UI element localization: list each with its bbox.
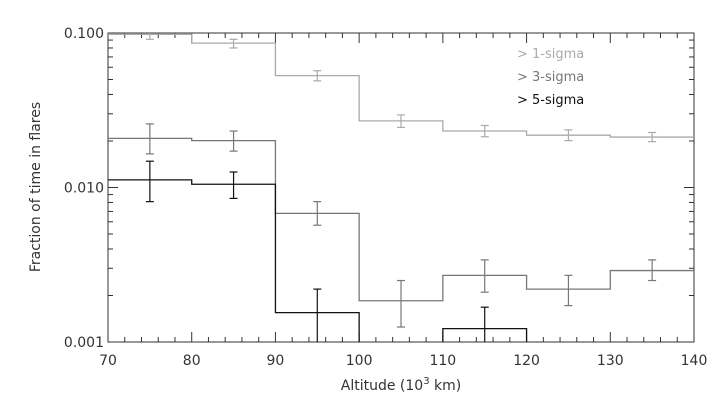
y-axis-label: Fraction of time in flares <box>28 102 44 272</box>
x-axis-label: Altitude (103 km) <box>341 376 461 394</box>
series-3 <box>108 160 528 342</box>
legend: > 1-sigma > 3-sigma > 5-sigma <box>517 47 584 108</box>
series-step-line <box>108 179 360 342</box>
axis-ticks: 70 80 90 100 110 120 130 140 0.001 0.010 0.100 <box>64 26 707 369</box>
legend-entry-3: > 5-sigma <box>517 93 584 108</box>
x-tick-label: 70 <box>99 353 117 369</box>
legend-entry-2: > 3-sigma <box>517 70 584 85</box>
y-tick-label: 0.010 <box>64 181 104 197</box>
y-tick-label: 0.100 <box>64 26 104 42</box>
series-step-line <box>108 137 694 302</box>
x-tick-label: 90 <box>267 353 285 369</box>
x-tick-label: 80 <box>183 353 201 369</box>
x-tick-label: 100 <box>346 353 373 369</box>
y-tick-label: 0.001 <box>64 335 104 351</box>
series-1 <box>108 33 694 143</box>
legend-entry-1: > 1-sigma <box>517 47 584 62</box>
series-2 <box>108 123 694 328</box>
x-axis-label-superscript: 3 <box>423 376 429 387</box>
x-tick-label: 140 <box>681 353 708 369</box>
series-layer <box>108 33 694 342</box>
x-tick-label: 130 <box>597 353 624 369</box>
x-tick-label: 120 <box>513 353 540 369</box>
x-tick-label: 110 <box>429 353 456 369</box>
